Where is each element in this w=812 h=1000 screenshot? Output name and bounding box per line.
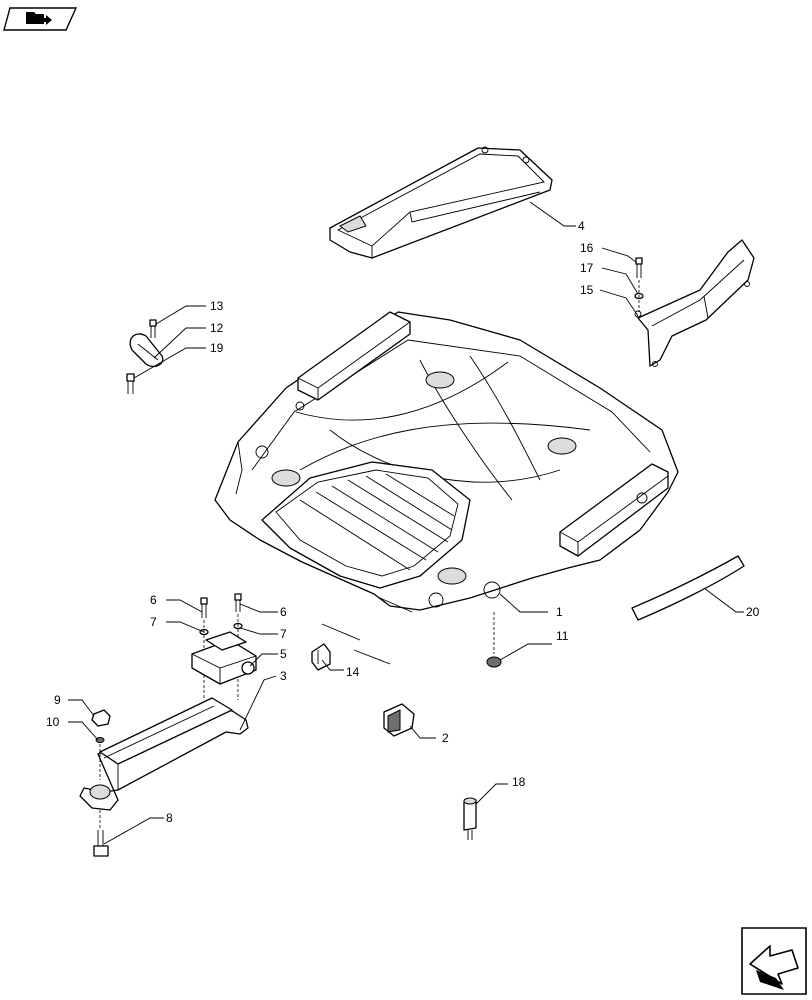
screw [234, 593, 242, 612]
callouts: 4 16 17 15 13 12 19 1 11 20 6 7 6 7 5 3 … [46, 219, 760, 825]
callout-8: 8 [166, 811, 173, 825]
callout-12: 12 [210, 321, 224, 335]
callout-7b: 7 [280, 627, 287, 641]
callout-18: 18 [512, 775, 526, 789]
washer [95, 737, 105, 743]
callout-1: 1 [556, 605, 563, 619]
callout-6b: 6 [280, 605, 287, 619]
screw [126, 373, 135, 394]
screw [149, 319, 157, 338]
callout-7a: 7 [150, 615, 157, 629]
callout-19: 19 [210, 341, 224, 355]
callout-14: 14 [346, 665, 360, 679]
callout-20: 20 [746, 605, 760, 619]
callout-5: 5 [280, 647, 287, 661]
callout-2: 2 [442, 731, 449, 745]
seal-strip [631, 555, 745, 621]
leader-lines [68, 201, 744, 845]
spacer [463, 797, 477, 840]
callout-6a: 6 [150, 593, 157, 607]
air-duct [79, 697, 249, 811]
pipe-clamp [129, 333, 164, 368]
callout-17: 17 [580, 261, 594, 275]
screw [200, 597, 208, 618]
callout-9: 9 [54, 693, 61, 707]
callout-16: 16 [580, 241, 594, 255]
screw [635, 257, 643, 278]
callout-15: 15 [580, 283, 594, 297]
callout-13: 13 [210, 299, 224, 313]
callout-11: 11 [556, 629, 569, 643]
callout-10: 10 [46, 715, 60, 729]
clip [383, 703, 415, 737]
top-cover [329, 146, 553, 259]
bolt [93, 830, 109, 857]
nut [486, 656, 502, 668]
callout-3: 3 [280, 669, 287, 683]
cab-roof-panel [214, 311, 679, 665]
side-bracket [634, 239, 755, 367]
next-page-arrow-icon[interactable] [741, 927, 807, 995]
mounting-bracket [191, 631, 257, 685]
callout-4: 4 [578, 219, 585, 233]
connector [311, 643, 331, 671]
go-to-folder-icon[interactable] [3, 7, 78, 31]
clip-nut [91, 709, 111, 727]
